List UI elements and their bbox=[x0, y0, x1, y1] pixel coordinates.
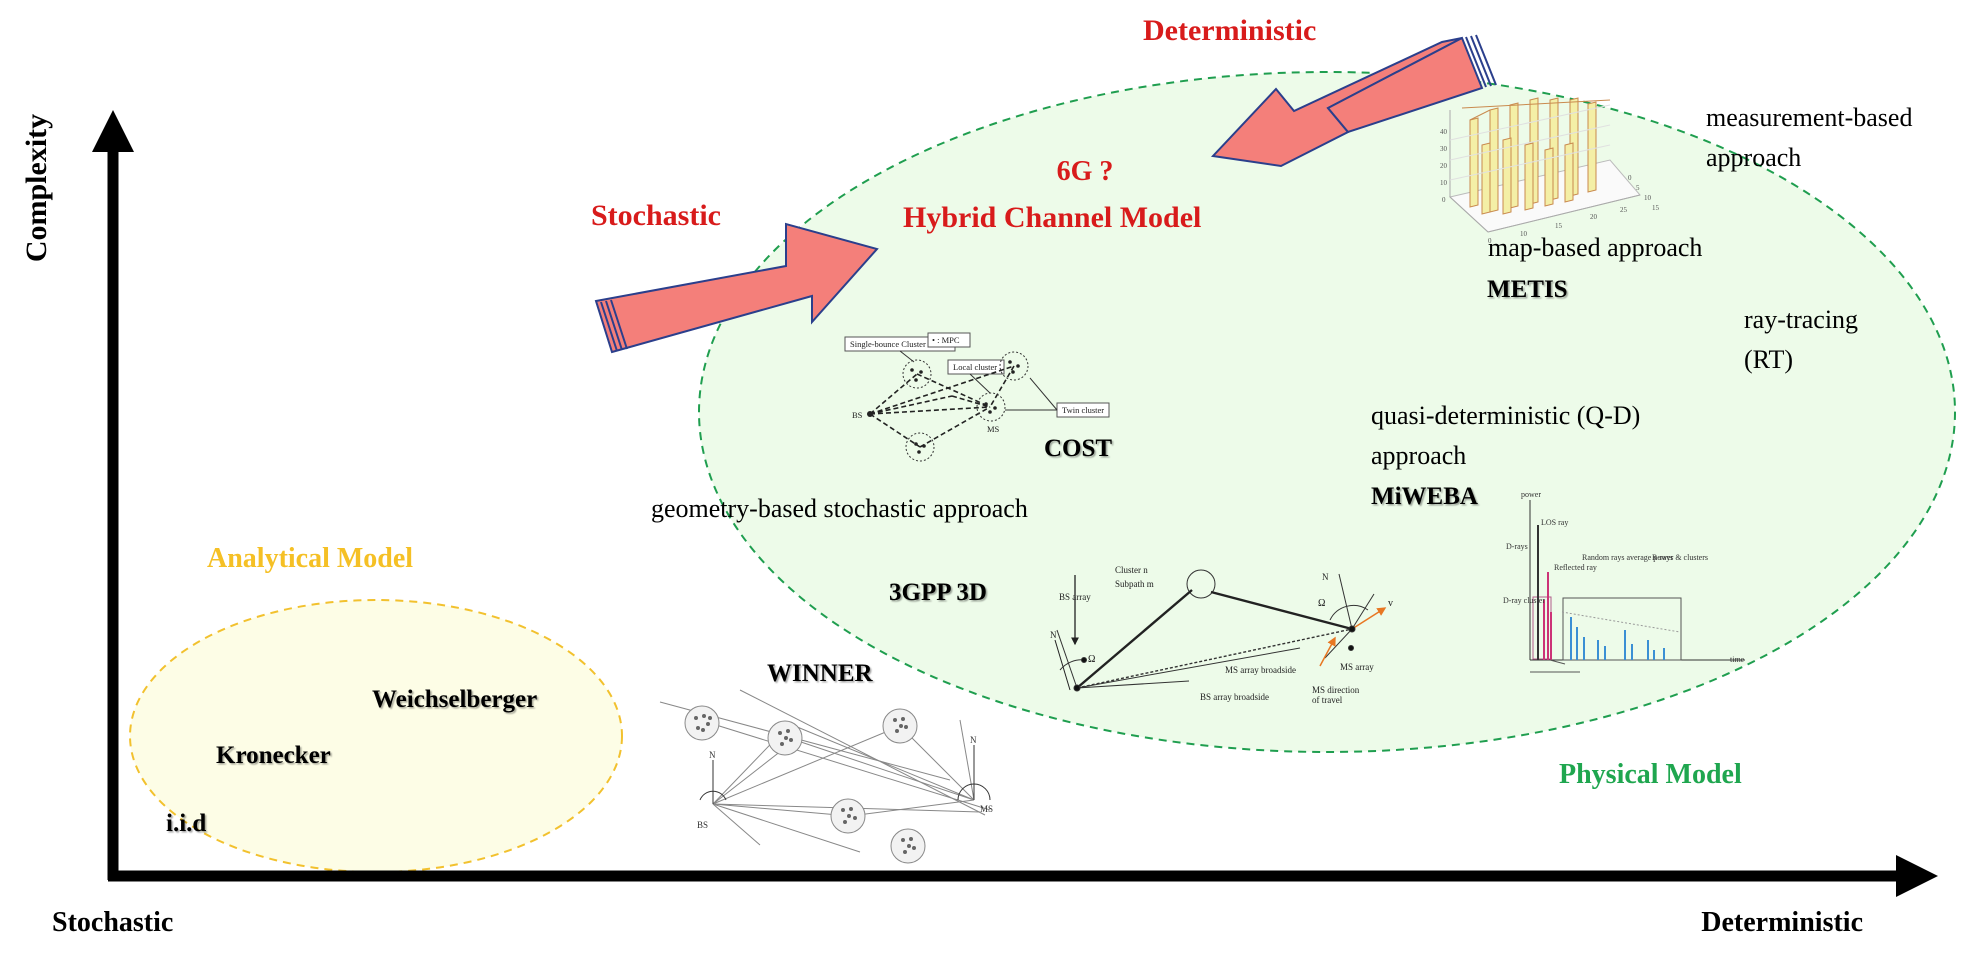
hybrid-question-label: 6G ? bbox=[1057, 156, 1114, 187]
gpp-fig-bs-array: BS array bbox=[1059, 592, 1091, 602]
hybrid-model-title: Hybrid Channel Model bbox=[903, 201, 1201, 234]
winner-fig-bs: BS bbox=[697, 820, 708, 830]
gpp-fig-ms-direction: MS direction bbox=[1312, 685, 1360, 695]
gpp-fig-bs-broadside: BS array broadside bbox=[1200, 692, 1269, 702]
metis-fig-ytick-1: 30 bbox=[1440, 145, 1448, 153]
measurement-based-label-1: measurement-based bbox=[1706, 103, 1912, 132]
metis-fig-ytick-3: 10 bbox=[1440, 179, 1448, 187]
gpp-figure bbox=[1054, 569, 1387, 692]
stochastic-arrow-label: Stochastic bbox=[591, 199, 721, 232]
ray-tracing-label-1: ray-tracing bbox=[1744, 305, 1858, 334]
stochastic-arrow bbox=[594, 222, 879, 354]
metis-fig-ytick-4: 0 bbox=[1442, 196, 1446, 204]
kronecker-label: Kronecker bbox=[216, 742, 331, 769]
deterministic-arrow-label: Deterministic bbox=[1143, 14, 1316, 47]
miweba-fig-random: Random rays average power bbox=[1582, 553, 1674, 562]
metis-fig-ztick-3: 15 bbox=[1652, 204, 1660, 212]
map-based-label: map-based approach bbox=[1488, 233, 1702, 262]
gpp-fig-omega-ms: Ω bbox=[1318, 598, 1325, 609]
gpp-fig-v: v bbox=[1388, 598, 1393, 609]
weichselberger-label: Weichselberger bbox=[372, 686, 537, 713]
metis-fig-xtick-3: 20 bbox=[1590, 213, 1598, 221]
metis-fig-ztick-2: 10 bbox=[1644, 194, 1652, 202]
metis-figure: 40 30 20 10 0 0 10 15 20 25 0 5 10 15 bbox=[1440, 97, 1660, 245]
gpp-fig-ms-broadside: MS array broadside bbox=[1225, 665, 1296, 675]
gpp-fig-n-top: N bbox=[1322, 572, 1329, 582]
analytical-model-region bbox=[129, 599, 623, 873]
miweba-fig-power: power bbox=[1521, 490, 1541, 499]
cost-fig-single-bounce: Single-bounce Cluster bbox=[850, 339, 926, 349]
iid-label: i.i.d bbox=[166, 810, 206, 837]
quasi-deterministic-label-1: quasi-deterministic (Q-D) bbox=[1371, 401, 1640, 430]
gpp-fig-of-travel: of travel bbox=[1312, 695, 1343, 705]
gpp-fig-omega-bs: Ω bbox=[1088, 654, 1095, 665]
miweba-fig-reflected: Reflected ray bbox=[1554, 563, 1597, 572]
miweba-fig-drays: D-rays bbox=[1506, 542, 1528, 551]
cost-fig-ms: MS bbox=[987, 424, 1000, 434]
winner-fig-ms: MS bbox=[980, 804, 993, 814]
gpp-fig-cluster: Cluster n bbox=[1115, 565, 1148, 575]
gpp-fig-ms-array: MS array bbox=[1340, 662, 1374, 672]
cost-figure: Single-bounce Cluster • : MPC Local clus… bbox=[844, 332, 1110, 462]
deterministic-arrow bbox=[1210, 34, 1497, 168]
miweba-fig-los: LOS ray bbox=[1541, 518, 1568, 527]
x-axis-arrowhead bbox=[1896, 855, 1938, 897]
miweba-fig-dcluster: D-ray cluster bbox=[1503, 596, 1545, 605]
axes bbox=[92, 110, 1938, 897]
miweba-fig-rrays: R-rays & clusters bbox=[1652, 553, 1708, 562]
cost-label: COST bbox=[1044, 435, 1112, 462]
gpp-fig-n-left: N bbox=[1050, 630, 1057, 640]
geometry-based-label: geometry-based stochastic approach bbox=[651, 494, 1028, 523]
metis-fig-ytick-0: 40 bbox=[1440, 128, 1448, 136]
cost-fig-bs: BS bbox=[852, 410, 863, 420]
metis-fig-xtick-1: 10 bbox=[1520, 230, 1528, 238]
y-axis-label: Complexity bbox=[20, 114, 53, 262]
cost-fig-twin-cluster: Twin cluster bbox=[1062, 405, 1104, 415]
physical-model-title: Physical Model bbox=[1559, 759, 1742, 790]
cost-fig-mpc: • : MPC bbox=[932, 335, 960, 345]
winner-figure bbox=[659, 689, 991, 864]
miweba-fig-time: time bbox=[1730, 655, 1745, 664]
winner-label: WINNER bbox=[767, 660, 874, 687]
winner-fig-n2: N bbox=[970, 735, 977, 745]
measurement-based-label-2: approach bbox=[1706, 143, 1801, 172]
gpp-fig-subpath: Subpath m bbox=[1115, 579, 1154, 589]
ray-tracing-label-2: (RT) bbox=[1744, 345, 1793, 374]
metis-fig-xtick-0: 0 bbox=[1488, 237, 1492, 245]
metis-fig-xtick-4: 25 bbox=[1620, 206, 1628, 214]
physical-model-region bbox=[698, 71, 1956, 753]
metis-fig-xtick-2: 15 bbox=[1555, 222, 1563, 230]
winner-cluster-dots bbox=[694, 714, 916, 854]
metis-fig-ztick-1: 5 bbox=[1636, 184, 1640, 192]
winner-fig-n1: N bbox=[709, 750, 716, 760]
x-axis-left-label: Stochastic bbox=[52, 907, 173, 938]
x-axis-right-label: Deterministic bbox=[1701, 907, 1863, 938]
metis-fig-ztick-0: 0 bbox=[1628, 174, 1632, 182]
gpp-3d-label: 3GPP 3D bbox=[889, 579, 987, 606]
metis-fig-ytick-2: 20 bbox=[1440, 162, 1448, 170]
quasi-deterministic-label-2: approach bbox=[1371, 441, 1466, 470]
y-axis-arrowhead bbox=[92, 110, 134, 152]
metis-label: METIS bbox=[1487, 276, 1568, 303]
miweba-label: MiWEBA bbox=[1371, 483, 1478, 510]
miweba-figure bbox=[1529, 500, 1745, 673]
cost-fig-local-cluster: Local cluster bbox=[953, 362, 997, 372]
analytical-model-title: Analytical Model bbox=[207, 543, 413, 574]
